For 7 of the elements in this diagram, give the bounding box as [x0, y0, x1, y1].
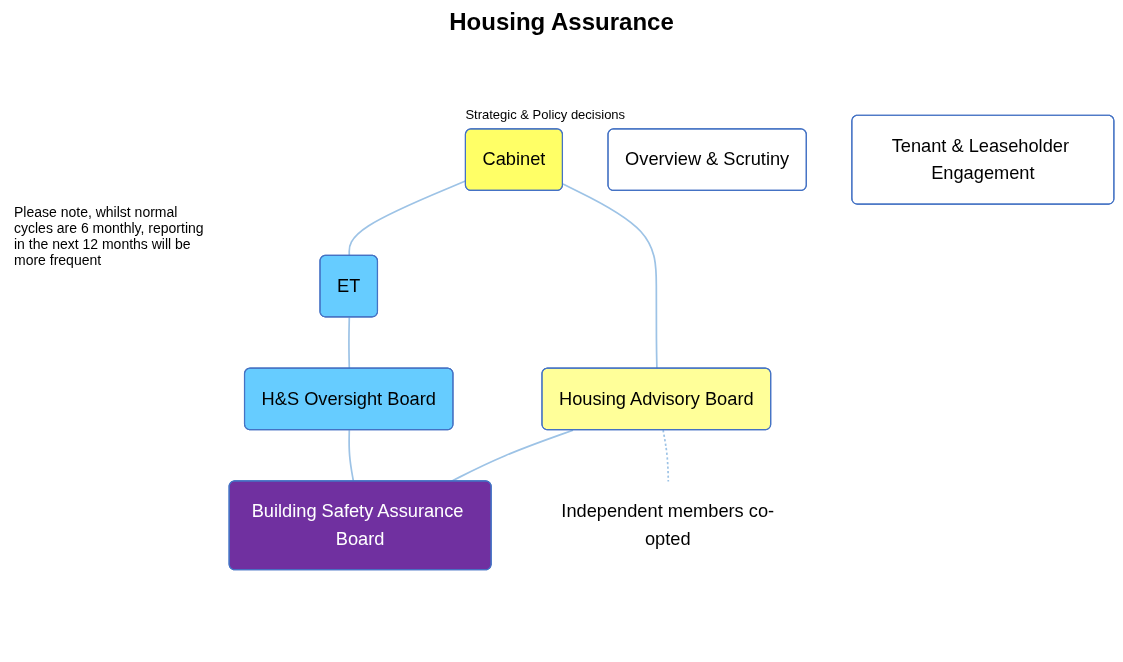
connector — [348, 316, 351, 370]
connector — [562, 183, 658, 370]
node-text: Independent members co-opted — [561, 501, 775, 549]
diagram-title: Housing Assurance — [448, 8, 675, 36]
note-text: Please note, whilst normal cycles are 6 monthly, reporting in the next 12 months will be more frequent — [14, 204, 205, 268]
connector — [662, 429, 670, 483]
side-note: Strategic & Policy decisions — [465, 106, 626, 122]
